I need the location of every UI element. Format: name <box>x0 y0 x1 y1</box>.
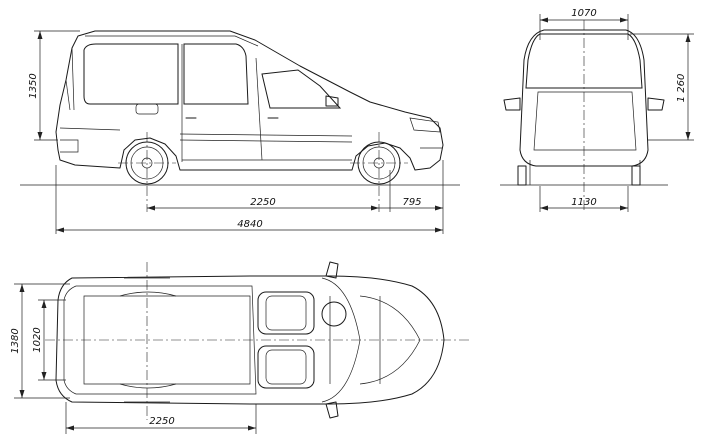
side-dimensions: 1350 2250 795 4840 <box>28 30 444 234</box>
top-view <box>45 261 470 420</box>
rear-roof-width-label: 1070 <box>571 8 596 19</box>
top-wheelbase-label: 2250 <box>149 416 174 427</box>
top-width-inner-label: 1020 <box>32 327 43 352</box>
rear-track-label: 1130 <box>571 197 596 208</box>
side-wheelbase-label: 2250 <box>250 197 275 208</box>
top-dimensions: 1380 1020 2250 <box>10 283 257 434</box>
side-view <box>20 30 460 212</box>
side-height-label: 1350 <box>28 73 39 98</box>
rear-dimensions: 1070 1 260 1130 <box>539 8 694 212</box>
rear-height-label: 1 260 <box>676 74 687 103</box>
side-length-label: 4840 <box>237 219 262 230</box>
rear-view <box>500 20 668 212</box>
top-width-outer-label: 1380 <box>10 328 21 353</box>
side-front-overhang-label: 795 <box>402 197 421 208</box>
